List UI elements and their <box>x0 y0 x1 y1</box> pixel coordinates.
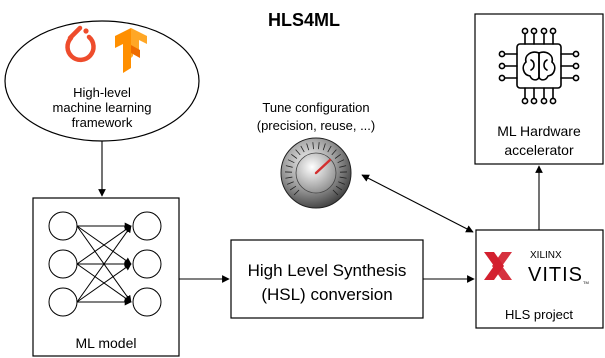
vitis-trademark: TM <box>583 280 589 285</box>
network-node <box>48 211 78 241</box>
knob-tick <box>285 165 293 168</box>
chip-pin-end <box>530 27 538 35</box>
knob-tick <box>293 189 300 196</box>
accelerator-node: ML Hardware accelerator <box>474 13 604 165</box>
network-node <box>48 249 78 279</box>
chip-pin-end <box>549 27 557 35</box>
chip-pin-end <box>521 97 529 105</box>
network-node <box>132 211 162 241</box>
framework-label-line2: machine learning <box>52 100 151 115</box>
chip-pin-end <box>498 74 506 82</box>
chip-pin-end <box>572 74 580 82</box>
knob-tick <box>291 153 298 159</box>
pytorch-icon <box>65 25 96 63</box>
knob-tick <box>287 181 294 185</box>
knob-tick <box>337 159 345 164</box>
framework-node: High-level machine learning framework <box>4 20 200 142</box>
knob-tick <box>285 176 293 179</box>
ml-model-label: ML model <box>76 335 137 351</box>
knob-tick <box>338 181 345 185</box>
knob-tick <box>332 189 339 196</box>
chip-pin-end <box>530 97 538 105</box>
knob-tick <box>339 165 347 168</box>
chip-pin-end <box>572 62 580 70</box>
tune-label-line2: (precision, reuse, ...) <box>257 118 376 133</box>
brain-chip-icon <box>498 27 580 105</box>
knob-tick <box>339 176 347 179</box>
knob-tick <box>327 145 332 153</box>
xilinx-logo <box>484 252 512 280</box>
knob-tick <box>287 159 295 164</box>
diagram-title: HLS4ML <box>268 10 340 30</box>
knob-tick <box>300 145 305 153</box>
knob-tick <box>334 153 341 159</box>
knob-tick <box>335 185 343 191</box>
accelerator-label-line1: ML Hardware <box>497 123 581 139</box>
hls-label-line2: (HSL) conversion <box>261 285 392 304</box>
chip-pin-end <box>540 27 548 35</box>
knob-tick <box>306 143 310 151</box>
tuning-knob-icon <box>280 137 352 209</box>
accelerator-label-line2: accelerator <box>504 142 574 158</box>
hls-project-label: HLS project <box>505 307 573 322</box>
chip-pin-end <box>521 27 529 35</box>
knob-tick <box>289 185 297 191</box>
tune-node: Tune configuration (precision, reuse, ..… <box>257 100 376 209</box>
tune-label-line1: Tune configuration <box>262 100 369 115</box>
network-edge <box>76 225 132 265</box>
knob-tick <box>331 149 337 156</box>
chip-pin-end <box>498 62 506 70</box>
neural-network-icon <box>48 211 162 317</box>
hls-label-line1: High Level Synthesis <box>248 261 407 280</box>
chip-pin-end <box>549 97 557 105</box>
hls-conversion-node: High Level Synthesis (HSL) conversion <box>230 239 424 319</box>
brain-left <box>522 51 540 81</box>
framework-label-line3: framework <box>72 115 133 130</box>
chip-pin-end <box>540 97 548 105</box>
network-edge <box>76 263 132 303</box>
tensorflow-icon <box>115 28 147 73</box>
network-node <box>48 287 78 317</box>
chip-pin-end <box>572 50 580 58</box>
network-node <box>132 287 162 317</box>
knob-tick <box>295 149 301 156</box>
network-edge <box>76 225 132 303</box>
brain-right <box>538 51 556 81</box>
chip-pin-end <box>498 50 506 58</box>
framework-label-line1: High-level <box>73 85 131 100</box>
arrow-tune-project <box>361 174 474 233</box>
network-node <box>132 249 162 279</box>
vitis-product-text: VITIS <box>528 264 583 286</box>
knob-tick <box>312 142 314 150</box>
xilinx-brand-text: XILINX <box>530 250 562 261</box>
knob-tick <box>322 143 326 151</box>
knob-tick <box>318 142 320 150</box>
ml-model-node: ML model <box>32 197 180 357</box>
brain-fold <box>543 59 548 71</box>
brain-fold <box>530 59 535 71</box>
hls-project-node: XILINX VITIS TM HLS project <box>475 229 604 329</box>
